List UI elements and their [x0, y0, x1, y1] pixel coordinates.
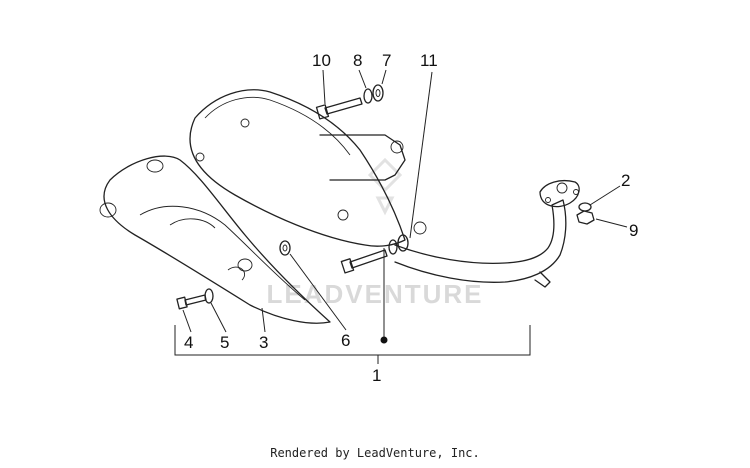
washer-part-7[interactable] — [372, 84, 384, 102]
muffler-body-part-1[interactable] — [189, 89, 580, 288]
callout-8: 8 — [353, 51, 362, 70]
washer-part-8[interactable] — [363, 88, 373, 104]
callout-2: 2 — [621, 171, 630, 190]
bolt-part-10[interactable] — [315, 97, 363, 120]
washer-part-6[interactable] — [279, 240, 291, 256]
bolt-part-11[interactable] — [340, 234, 409, 274]
watermark-text: LEADVENTURE — [266, 279, 483, 309]
leader-lines — [174, 69, 628, 364]
callout-numbers: 10 8 7 11 2 9 4 5 3 6 1 — [184, 51, 638, 385]
callout-10: 10 — [312, 51, 331, 70]
screw-part-4[interactable] — [176, 294, 207, 310]
callout-5: 5 — [220, 333, 229, 352]
washer-part-2[interactable] — [578, 202, 592, 212]
callout-3: 3 — [259, 333, 268, 352]
heat-shield-part-3[interactable] — [99, 155, 331, 324]
nut-part-9[interactable] — [576, 210, 595, 225]
callout-6: 6 — [341, 331, 350, 350]
callout-11: 11 — [420, 51, 438, 70]
washer-part-5[interactable] — [204, 288, 214, 304]
callout-7: 7 — [382, 51, 391, 70]
callout-9: 9 — [629, 221, 638, 240]
leadventure-watermark: LEADVENTURE — [266, 157, 483, 309]
callout-4: 4 — [184, 333, 193, 352]
render-credit-footer: Rendered by LeadVenture, Inc. — [270, 446, 480, 460]
callout-1: 1 — [372, 366, 381, 385]
